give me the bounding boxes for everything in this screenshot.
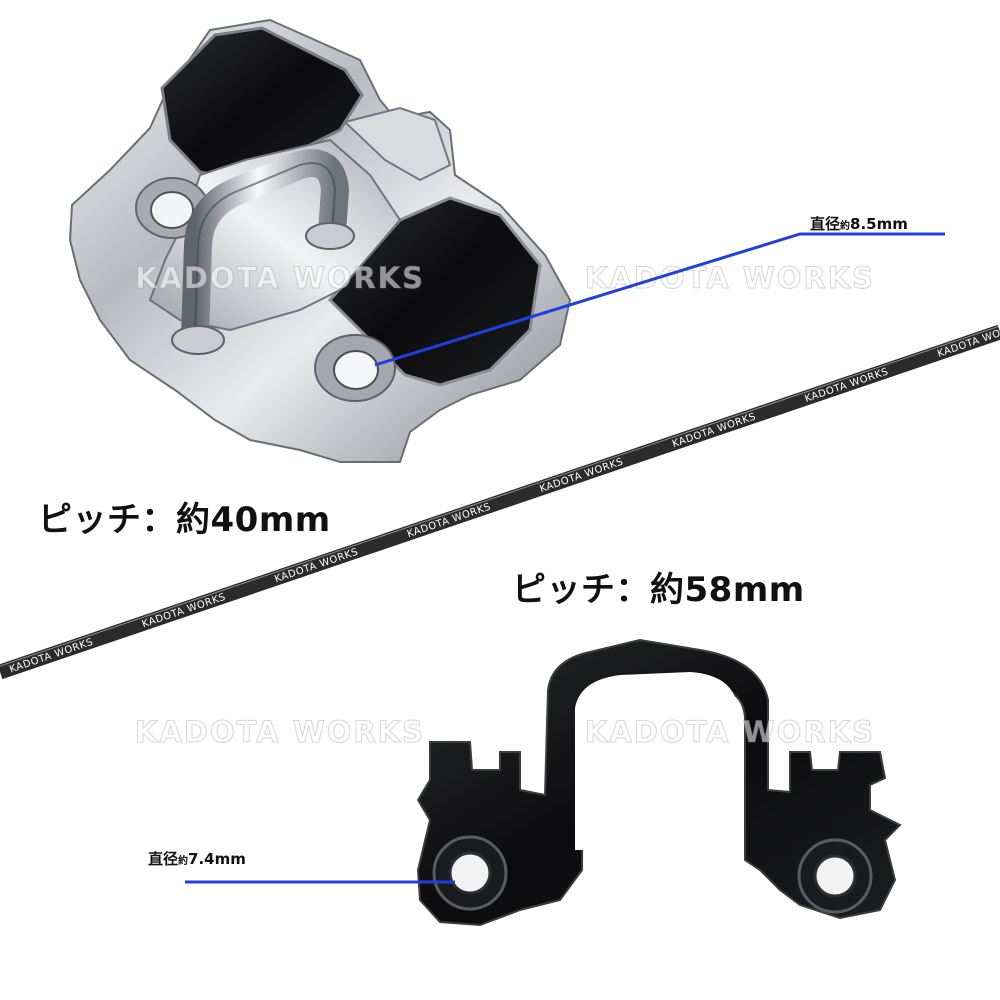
watermarks: KADOTA WORKS KADOTA WORKS KADOTA WORKS K… [135,261,875,750]
strip-watermark-3: KADOTA WORKS [273,547,360,586]
black-bracket [416,638,902,927]
diameter-prefix: 直径 [148,850,179,868]
rubber-pad-upper [160,26,364,182]
diameter-label-top: 直径約8.5mm [810,213,908,234]
strip-watermark-4: KADOTA WORKS [406,502,493,541]
strip-watermark-5: KADOTA WORKS [538,456,625,495]
diameter-prefix: 直径 [810,215,841,233]
bracket-arch-cutout [575,672,738,850]
strip-watermark-7: KADOTA WORKS [803,366,890,405]
striker-rear-tab [342,106,452,182]
strip-watermark-8: KADOTA WORKS [936,321,1000,360]
diameter-approx: 約 [178,856,189,867]
bracket-hole-left [432,835,508,911]
watermark-top-left: KADOTA WORKS [135,261,425,295]
strip-watermark-6: KADOTA WORKS [671,411,758,450]
strip-watermark-2: KADOTA WORKS [141,592,228,631]
diameter-value: 7.4mm [188,850,246,868]
watermark-top-right: KADOTA WORKS [585,261,875,295]
chrome-striker [68,18,572,463]
striker-loop-foot-right [305,222,355,250]
watermark-bottom-right: KADOTA WORKS [585,715,875,749]
diameter-approx: 約 [840,221,851,232]
callout-line-top [374,232,945,367]
striker-loop-foot-left [171,325,225,355]
diameter-value: 8.5mm [850,215,908,233]
watermark-bottom-left: KADOTA WORKS [135,715,425,749]
bracket-hole-right [797,838,873,914]
strip-watermark-1: KADOTA WORKS [8,637,95,676]
callout-lines [185,232,945,884]
pitch-label-bottom: ピッチ：約58mm [512,570,805,610]
screw-hole-right [314,334,396,402]
pitch-label-top: ピッチ：約40mm [38,500,331,540]
diameter-label-bottom: 直径約7.4mm [148,848,246,869]
rubber-pad-lower [327,196,542,387]
